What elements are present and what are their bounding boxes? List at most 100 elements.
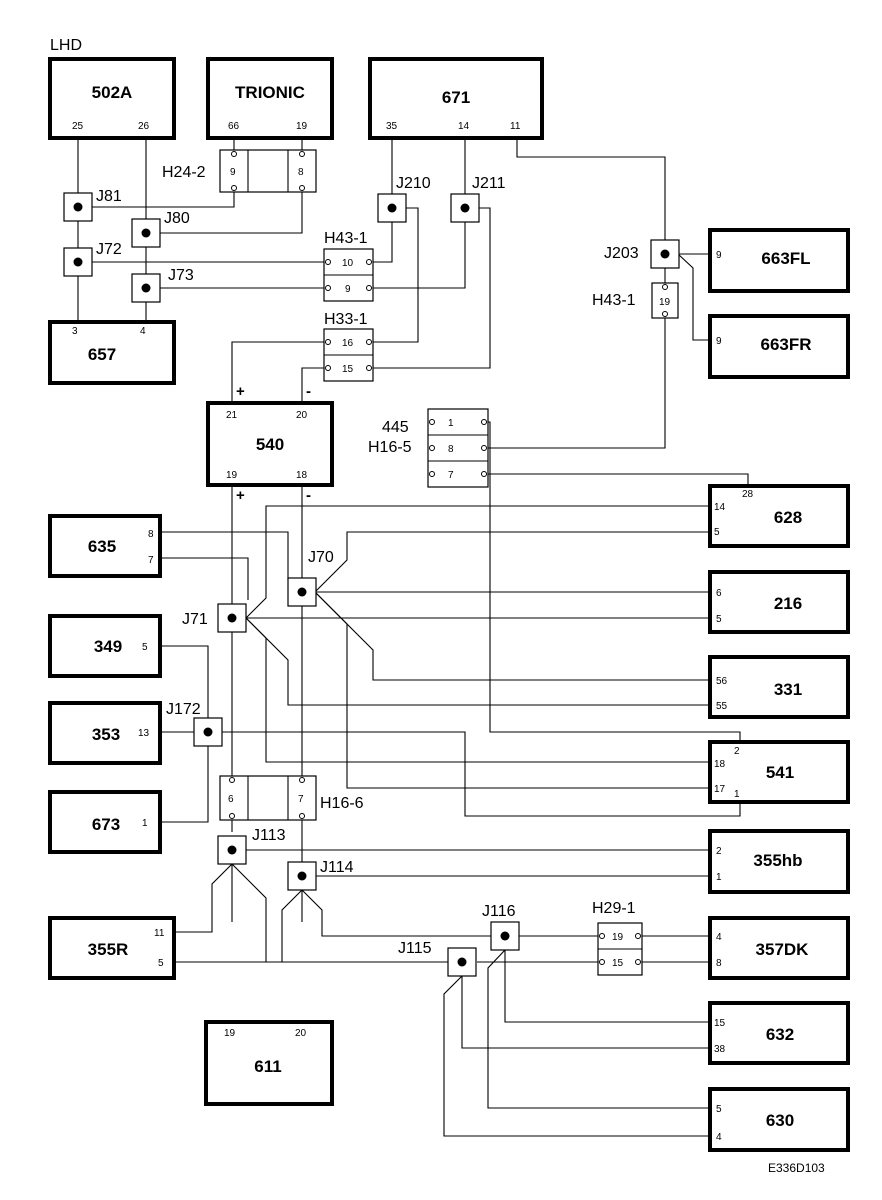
component-628: 628 28 14 5 <box>708 484 850 548</box>
svg-text:14: 14 <box>714 502 726 513</box>
svg-text:628: 628 <box>774 508 802 527</box>
svg-text:13: 13 <box>138 728 150 739</box>
connector-h33-1: 16 15 H33-1 <box>323 311 374 382</box>
svg-text:9: 9 <box>716 250 722 261</box>
svg-text:3: 3 <box>72 326 78 337</box>
polarity-marks: + - + - <box>236 383 311 504</box>
svg-text:19: 19 <box>612 932 624 943</box>
svg-text:10: 10 <box>342 258 354 269</box>
junction-j172: J172 <box>166 701 223 747</box>
svg-text:7: 7 <box>298 794 304 805</box>
svg-text:663FR: 663FR <box>760 335 811 354</box>
svg-text:H43-1: H43-1 <box>324 230 368 247</box>
svg-text:1: 1 <box>142 818 148 829</box>
component-657: 657 3 4 <box>48 320 176 385</box>
svg-text:663FL: 663FL <box>761 249 810 268</box>
svg-text:4: 4 <box>716 1132 722 1143</box>
svg-text:445: 445 <box>382 419 409 436</box>
wires <box>77 138 749 1137</box>
svg-text:657: 657 <box>88 345 116 364</box>
svg-text:8: 8 <box>448 444 454 455</box>
svg-text:630: 630 <box>766 1111 794 1130</box>
svg-text:5: 5 <box>158 958 164 969</box>
svg-text:635: 635 <box>88 537 116 556</box>
svg-text:6: 6 <box>228 794 234 805</box>
svg-text:H16-6: H16-6 <box>320 795 364 812</box>
svg-text:19: 19 <box>659 297 671 308</box>
svg-text:J172: J172 <box>166 701 201 718</box>
svg-text:502A: 502A <box>92 83 133 102</box>
svg-text:16: 16 <box>342 338 354 349</box>
component-216: 216 6 5 <box>708 570 850 634</box>
svg-text:J72: J72 <box>96 241 122 258</box>
svg-text:H29-1: H29-1 <box>592 900 636 917</box>
svg-text:4: 4 <box>140 326 146 337</box>
svg-text:20: 20 <box>295 1028 307 1039</box>
svg-text:9: 9 <box>345 284 351 295</box>
svg-text:55: 55 <box>716 701 728 712</box>
svg-text:15: 15 <box>342 364 354 375</box>
connector-h29-1: 19 15 H29-1 <box>592 900 643 976</box>
svg-text:66: 66 <box>228 121 240 132</box>
component-663FL: 663FL 9 <box>708 228 850 293</box>
component-trionic: TRIONIC 66 19 <box>206 57 334 140</box>
svg-text:1: 1 <box>734 789 740 800</box>
svg-text:357DK: 357DK <box>756 940 810 959</box>
svg-text:18: 18 <box>296 470 308 481</box>
svg-text:J114: J114 <box>320 859 354 876</box>
connector-h43-1-b: 19 H43-1 <box>592 282 679 319</box>
svg-text:7: 7 <box>448 470 454 481</box>
svg-text:J73: J73 <box>168 267 194 284</box>
svg-text:611: 611 <box>254 1057 281 1076</box>
svg-text:632: 632 <box>766 1025 794 1044</box>
junction-j113: J113 <box>217 827 286 865</box>
svg-text:5: 5 <box>716 1104 722 1115</box>
connector-h16-6: 6 7 H16-6 <box>219 775 364 821</box>
svg-text:216: 216 <box>774 594 802 613</box>
svg-text:8: 8 <box>148 529 154 540</box>
junction-j115: J115 <box>398 940 477 977</box>
junction-j71: J71 <box>182 603 247 633</box>
junction-j80: J80 <box>131 210 190 248</box>
junction-j210: J210 <box>377 175 431 223</box>
svg-text:541: 541 <box>766 763 794 782</box>
svg-text:5: 5 <box>142 642 148 653</box>
drawing-code: E336D103 <box>768 1161 825 1175</box>
component-671: 671 35 14 11 <box>368 57 544 140</box>
component-349: 349 5 <box>48 614 162 678</box>
svg-text:15: 15 <box>612 958 624 969</box>
svg-text:14: 14 <box>458 121 470 132</box>
component-673: 673 1 <box>48 790 162 854</box>
svg-text:1: 1 <box>716 872 722 883</box>
svg-text:J210: J210 <box>396 175 431 192</box>
component-355R: 355R 11 5 <box>48 916 176 980</box>
svg-text:J116: J116 <box>482 903 516 920</box>
svg-text:15: 15 <box>714 1018 726 1029</box>
svg-text:11: 11 <box>510 121 521 132</box>
svg-text:H43-1: H43-1 <box>592 292 636 309</box>
variant-label: LHD <box>50 37 82 54</box>
component-630: 630 5 4 <box>708 1087 850 1152</box>
svg-text:56: 56 <box>716 676 728 687</box>
svg-text:5: 5 <box>716 614 722 625</box>
svg-text:9: 9 <box>716 336 722 347</box>
svg-text:331: 331 <box>774 680 802 699</box>
svg-text:671: 671 <box>442 88 470 107</box>
svg-text:673: 673 <box>92 815 120 834</box>
component-611: 611 19 20 <box>204 1020 334 1106</box>
component-355hb: 355hb 2 1 <box>708 829 850 894</box>
component-541: 541 2 18 17 1 <box>708 740 850 804</box>
component-331: 331 56 55 <box>708 655 850 719</box>
svg-text:TRIONIC: TRIONIC <box>235 83 305 102</box>
svg-text:J80: J80 <box>164 210 190 227</box>
svg-text:J71: J71 <box>182 611 208 628</box>
svg-text:19: 19 <box>296 121 308 132</box>
component-353: 353 13 <box>48 701 162 765</box>
svg-text:35: 35 <box>386 121 398 132</box>
svg-text:J115: J115 <box>398 940 432 957</box>
svg-text:20: 20 <box>296 410 308 421</box>
svg-text:J70: J70 <box>308 549 334 566</box>
junction-j211: J211 <box>450 175 506 223</box>
junction-j116: J116 <box>482 903 520 951</box>
